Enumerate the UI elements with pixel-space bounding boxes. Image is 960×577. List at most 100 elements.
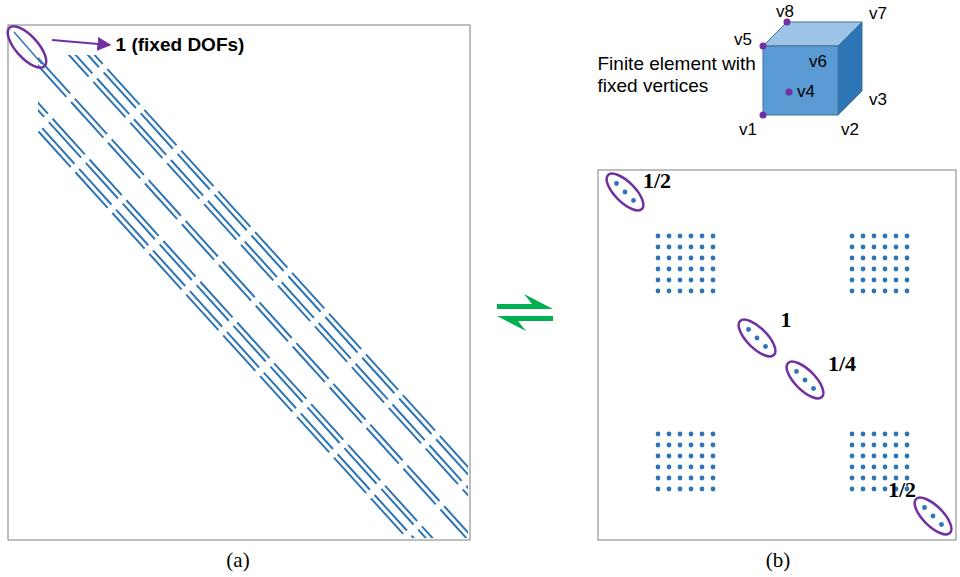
finite-element-cube xyxy=(760,19,863,119)
matrix-entry xyxy=(883,465,888,470)
diagonal-entry xyxy=(631,198,636,203)
band-stroke xyxy=(38,55,468,538)
matrix-entry xyxy=(883,278,888,283)
matrix-entry xyxy=(872,245,877,250)
matrix-entry xyxy=(689,465,694,470)
matrix-entry xyxy=(689,234,694,239)
matrix-entry xyxy=(850,476,855,481)
matrix-entry xyxy=(850,432,855,437)
fixed-dof-ellipse xyxy=(781,356,829,404)
matrix-entry xyxy=(894,278,899,283)
matrix-entry xyxy=(861,234,866,239)
matrix-entry xyxy=(711,487,716,492)
matrix-entry xyxy=(894,234,899,239)
matrix-entry xyxy=(883,432,888,437)
matrix-entry xyxy=(711,476,716,481)
fraction-label: 1 xyxy=(781,307,792,332)
matrix-entry xyxy=(711,289,716,294)
matrix-entry xyxy=(700,443,705,448)
matrix-entry xyxy=(905,289,910,294)
matrix-entry xyxy=(689,432,694,437)
diagonal-entry xyxy=(623,190,628,195)
matrix-entry xyxy=(850,487,855,492)
matrix-entry xyxy=(905,443,910,448)
matrix-entry xyxy=(894,256,899,261)
fixed-vertex xyxy=(760,43,767,50)
band-stroke xyxy=(38,55,468,538)
matrix-entry xyxy=(905,245,910,250)
matrix-entry xyxy=(656,256,661,261)
matrix-entry xyxy=(656,487,661,492)
matrix-entry xyxy=(678,465,683,470)
matrix-entry xyxy=(656,289,661,294)
matrix-entry xyxy=(850,256,855,261)
matrix-entry xyxy=(689,289,694,294)
matrix-entry xyxy=(678,476,683,481)
matrix-entry xyxy=(872,278,877,283)
leader-line xyxy=(52,40,110,45)
matrix-entry xyxy=(872,443,877,448)
matrix-entry xyxy=(894,443,899,448)
matrix-entry xyxy=(711,234,716,239)
matrix-entry xyxy=(883,256,888,261)
matrix-entry xyxy=(667,454,672,459)
matrix-entry xyxy=(850,465,855,470)
cube-side xyxy=(838,22,862,115)
matrix-entry xyxy=(850,454,855,459)
matrix-entry xyxy=(656,465,661,470)
vertex-label: v4 xyxy=(797,82,815,102)
diagonal-entry xyxy=(763,344,768,349)
matrix-entry xyxy=(689,256,694,261)
matrix-entry xyxy=(850,267,855,272)
diagonal-entry xyxy=(922,505,927,510)
fixed-dof-ellipse xyxy=(909,492,957,540)
matrix-entry xyxy=(656,278,661,283)
fraction-label: 1/2 xyxy=(888,477,916,502)
matrix-entry xyxy=(689,267,694,272)
matrix-entry xyxy=(861,278,866,283)
matrix-entry xyxy=(711,432,716,437)
band-stroke xyxy=(38,55,468,538)
matrix-entry xyxy=(711,278,716,283)
diagonal-entry xyxy=(939,522,944,527)
band-stroke xyxy=(38,55,468,538)
matrix-entry xyxy=(689,476,694,481)
matrix-entry xyxy=(850,245,855,250)
dense-blocks xyxy=(656,234,910,492)
matrix-entry xyxy=(656,432,661,437)
diagonal-entry xyxy=(931,514,936,519)
matrix-entry xyxy=(689,245,694,250)
matrix-entry xyxy=(861,454,866,459)
matrix-entry xyxy=(667,256,672,261)
vertex-label: v5 xyxy=(734,30,752,50)
matrix-entry xyxy=(678,278,683,283)
matrix-entry xyxy=(905,432,910,437)
matrix-entry xyxy=(883,245,888,250)
fixed-dof-ellipse xyxy=(601,168,649,216)
panel-label: (a) xyxy=(226,548,249,572)
matrix-entry xyxy=(894,432,899,437)
diagonal-entry xyxy=(811,386,816,391)
matrix-entry xyxy=(656,267,661,272)
vertex-label: v3 xyxy=(869,90,887,110)
diagonal-entries xyxy=(614,181,944,527)
backward-arrow xyxy=(497,316,553,331)
matrix-entry xyxy=(905,234,910,239)
matrix-entry xyxy=(905,465,910,470)
matrix-entry xyxy=(872,432,877,437)
matrix-bands xyxy=(38,55,468,538)
matrix-entry xyxy=(678,245,683,250)
matrix-entry xyxy=(667,476,672,481)
vertex-label: v2 xyxy=(841,120,859,140)
matrix-entry xyxy=(905,278,910,283)
matrix-entry xyxy=(700,476,705,481)
matrix-entry xyxy=(711,267,716,272)
matrix-entry xyxy=(894,289,899,294)
matrix-entry xyxy=(700,487,705,492)
matrix-entry xyxy=(905,256,910,261)
matrix-entry xyxy=(667,432,672,437)
matrix-entry xyxy=(872,267,877,272)
matrix-entry xyxy=(700,245,705,250)
matrix-entry xyxy=(883,487,888,492)
